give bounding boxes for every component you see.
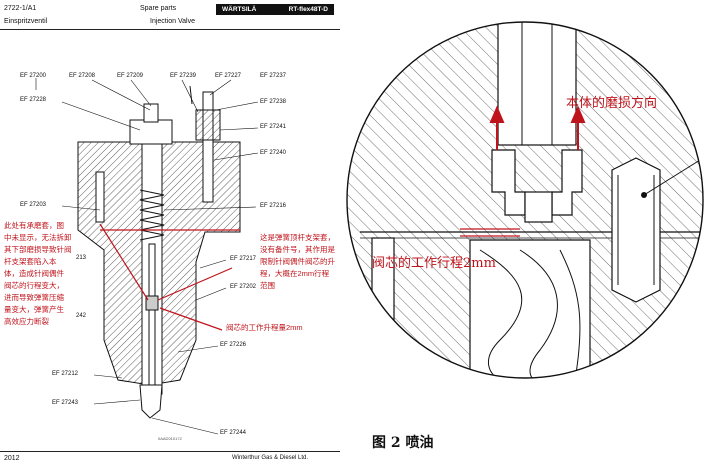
- detail-circle-outline: [346, 21, 704, 379]
- header-rule: [0, 29, 340, 30]
- valve-spring: [139, 189, 165, 241]
- spring-guide-sleeve: [145, 295, 159, 311]
- part-label: EF 27227: [215, 73, 242, 79]
- figure-caption: 图 2 喷油: [372, 435, 434, 451]
- part-label: EF 27202: [230, 284, 257, 290]
- part-label: EF 27209: [117, 73, 144, 79]
- footer-rule: [0, 451, 340, 452]
- footer-company: Winterthur Gas & Diesel Ltd.: [232, 455, 309, 461]
- nozzle-tip: [139, 384, 163, 419]
- part-label: EF 27203: [20, 202, 47, 208]
- part-label: EF 27238: [260, 99, 287, 105]
- locating-pin: [611, 157, 661, 303]
- doc-title-de: Einspritzventil: [4, 18, 48, 25]
- brand-name: WÄRTSILÄ: [222, 6, 257, 13]
- left-failure-note: 此处有承磨套，图 中未显示，无法拆卸 其下部磨损导致针阀 杆支架套陷入本 体，造…: [4, 221, 72, 326]
- drawing-ref: 0AAD010172: [158, 436, 182, 441]
- part-label: EF 27243: [52, 400, 79, 406]
- wear-direction-label: 本体的磨损方向: [566, 96, 658, 111]
- part-label: EF 27217: [230, 256, 257, 262]
- part-name: Injection Valve: [150, 18, 196, 25]
- lower-needle: [469, 239, 591, 378]
- lift-note: 阀芯的工作升程量2mm: [226, 323, 303, 332]
- stroke-gap-marker: [460, 228, 520, 237]
- part-label: 213: [76, 255, 87, 261]
- stud-packing: [195, 109, 221, 141]
- part-label: EF 27226: [220, 342, 247, 348]
- brand-badge: WÄRTSILÄ RT-flex48T-D: [216, 4, 334, 15]
- part-label: EF 27244: [220, 430, 247, 436]
- part-label: EF 27200: [20, 73, 47, 79]
- part-label: EF 27239: [170, 73, 197, 79]
- stroke-label: 阀芯的工作行程2mm: [372, 256, 496, 271]
- footer-year: 2012: [4, 455, 20, 462]
- part-label: EF 27241: [260, 124, 287, 130]
- part-label: EF 27237: [260, 73, 287, 79]
- doc-code: 2722-1/A1: [4, 5, 37, 12]
- dowel-pin: [95, 171, 105, 223]
- part-label: EF 27240: [260, 150, 287, 156]
- part-label: EF 27208: [69, 73, 96, 79]
- upper-bore: [497, 22, 577, 146]
- leader-lines: [35, 78, 259, 435]
- top-cap: [129, 119, 173, 145]
- engine-model: RT-flex48T-D: [288, 6, 328, 13]
- needle-head: [524, 191, 553, 223]
- part-label: EF 27212: [52, 371, 79, 377]
- part-label: EF 27228: [20, 97, 47, 103]
- wear-arrows: [489, 105, 586, 150]
- right-sleeve-note: 这是弹簧顶杆支架套， 没有备件号，其作用是 限制针阀偶件阀芯的升 程，大概在2m…: [260, 233, 335, 290]
- red-pointers: [99, 223, 240, 331]
- stud-bolt: [202, 91, 214, 203]
- part-label: EF 27216: [260, 203, 287, 209]
- category-label: Spare parts: [140, 5, 177, 12]
- part-label: 242: [76, 313, 87, 319]
